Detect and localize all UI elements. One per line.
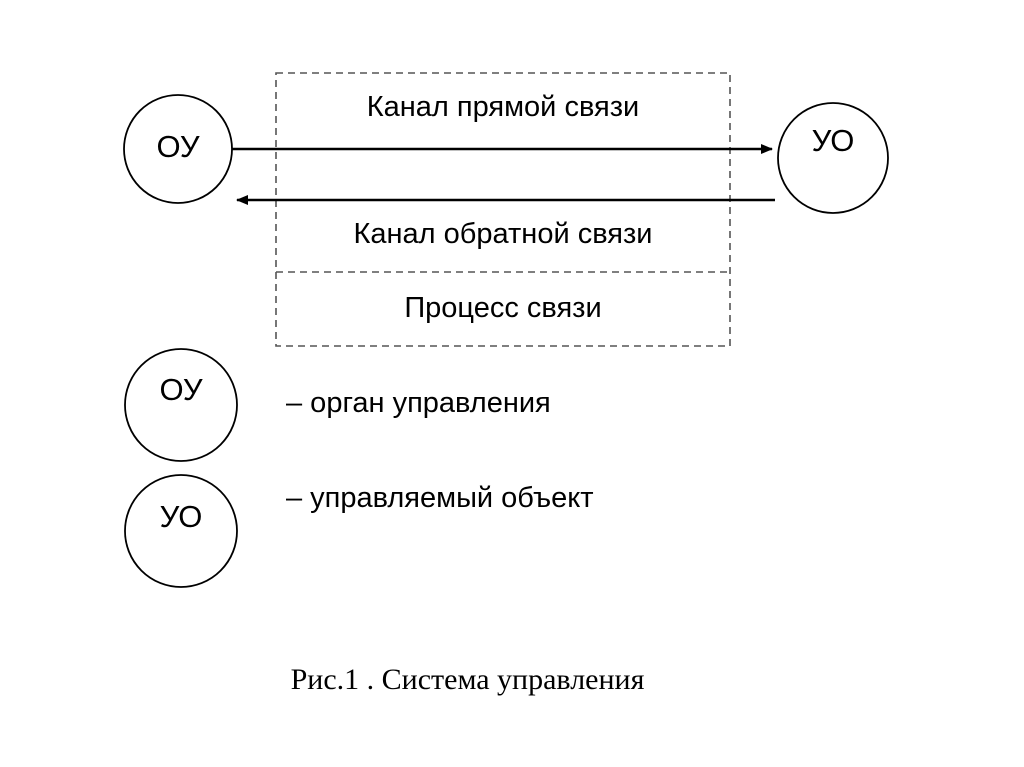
- legend-abbr-controlled-object: УО: [159, 499, 203, 534]
- figure-caption: Рис.1 . Система управления: [290, 663, 645, 696]
- node-label-control-organ: ОУ: [156, 129, 200, 164]
- process-label: Процесс связи: [404, 292, 602, 324]
- legend-circle-controlled-object: [124, 474, 238, 588]
- legend-abbr-control-organ: ОУ: [159, 372, 203, 407]
- node-circle-control-organ: [123, 94, 233, 204]
- node-circle-controlled-object: [777, 102, 889, 214]
- forward-channel-label: Канал прямой связи: [366, 91, 640, 123]
- legend-circle-control-organ: [124, 348, 238, 462]
- legend-description-controlled-object: – управляемый объект: [286, 482, 594, 514]
- process-boundary-box: [275, 72, 731, 347]
- feedback-channel-label: Канал обратной связи: [353, 218, 653, 250]
- legend-description-control-organ: – орган управления: [286, 387, 551, 419]
- node-label-controlled-object: УО: [811, 123, 855, 158]
